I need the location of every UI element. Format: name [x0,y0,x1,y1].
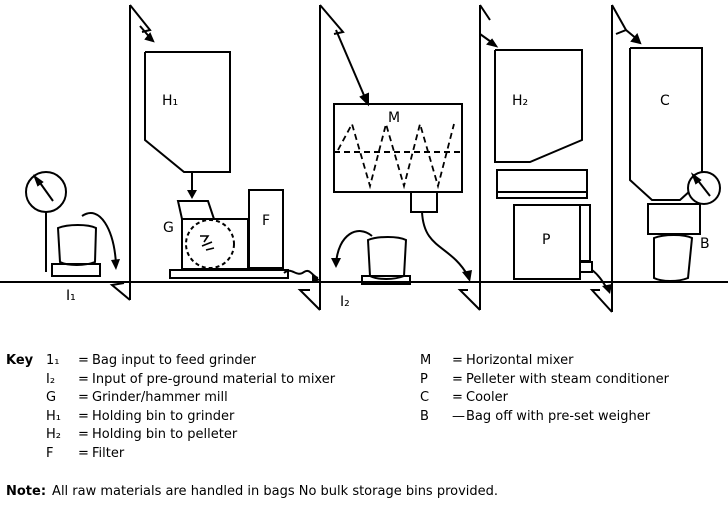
key-sep: = [452,353,463,368]
label-i1: I₁ [66,288,76,304]
key-item: I₂ = Input of pre-ground material to mix… [46,371,335,390]
key-desc: Grinder/hammer mill [92,390,228,406]
key-desc: Bag input to feed grinder [92,353,257,368]
holding-bin-h2 [494,49,583,163]
label-h1: H₁ [162,93,178,109]
key-item: F = Filter [46,445,335,464]
arrow-mixer-to-elevator3 [421,211,469,277]
label-m: M [388,110,400,126]
key-code: I₂ [46,371,56,387]
key-code: H₂ [46,427,61,443]
key-item: G = Grinder/hammer mill [46,389,335,408]
bag-i1 [51,224,101,277]
horizontal-mixer-m [333,103,463,213]
bucket-elevator-3 [457,4,491,311]
key-sep: = [452,371,463,387]
key-code: G [46,390,57,406]
key-item: M = Horizontal mixer [420,352,669,371]
key-code: M [420,353,432,368]
feeder-under-h2 [496,169,588,193]
arrow-bag-i1-to-elevator [81,212,117,265]
key-sep: — [452,408,465,424]
key-desc: Pelleter with steam conditioner [466,371,669,387]
key-desc: Bag off with pre-set weigher [466,408,651,424]
dial-gauge-1 [25,171,67,272]
label-i2: I₂ [340,294,350,310]
grinder-base [169,269,289,279]
process-diagram: H₁ G F I₁ M [0,4,728,313]
note-text: All raw materials are handled in bags No… [52,484,499,499]
key-column-left: 1₁ = Bag input to feed grinder I₂ = Inpu… [46,352,335,464]
key-desc: Horizontal mixer [466,353,574,368]
arrow-elevator2-to-mixer [335,29,367,101]
key-desc: Holding bin to grinder [92,408,235,424]
key-code: H₁ [46,408,61,424]
arrow-bag-i2-to-elevator [335,230,373,265]
key-code: 1₁ [46,353,60,368]
key-code: C [420,390,430,406]
key-code: B [420,408,429,424]
key-sep: = [78,445,89,461]
key-item: B — Bag off with pre-set weigher [420,408,669,427]
weigher-box [647,203,701,235]
label-p: P [542,232,550,248]
cooler-c [629,47,703,201]
key-sep: = [452,390,463,406]
holding-bin-h1 [144,51,231,173]
key-item: P = Pelleter with steam conditioner [420,371,669,390]
key-sep: = [78,371,89,387]
key-item: H₁ = Holding bin to grinder [46,408,335,427]
label-g: G [163,220,174,236]
bucket-elevator-1 [109,4,152,301]
pelleter-p [513,204,593,280]
note-label: Note: [6,484,47,499]
key-desc: Filter [92,445,125,461]
label-c: C [660,93,670,109]
hose-to-elevator-2 [283,269,319,279]
feeder-neck [496,191,588,199]
label-b: B [700,236,710,252]
key-title: Key [6,353,34,368]
key-sep: = [78,390,89,406]
label-h2: H₂ [512,93,528,109]
filter-f [248,189,284,269]
key-column-right: M = Horizontal mixer P = Pelleter with s… [420,352,669,426]
key-sep: = [78,427,89,443]
key-item: H₂ = Holding bin to pelleter [46,426,335,445]
key-item: 1₁ = Bag input to feed grinder [46,352,335,371]
grinder-g [176,200,249,270]
key-sep: = [78,353,89,368]
key-desc: Holding bin to pelleter [92,427,238,443]
key-code: F [46,445,54,461]
bucket-elevator-4 [589,4,628,313]
key-item: C = Cooler [420,389,669,408]
key-sep: = [78,408,89,424]
key-legend: Key 1₁ = Bag input to feed grinder I₂ = … [0,352,728,462]
label-f: F [262,213,270,229]
key-code: P [420,371,428,387]
bag-b [653,234,694,282]
note: Note: All raw materials are handled in ba… [6,484,498,499]
key-desc: Input of pre-ground material to mixer [92,371,336,387]
bag-i2 [361,236,411,285]
dial-gauge-2 [687,171,721,205]
key-desc: Cooler [466,390,508,406]
